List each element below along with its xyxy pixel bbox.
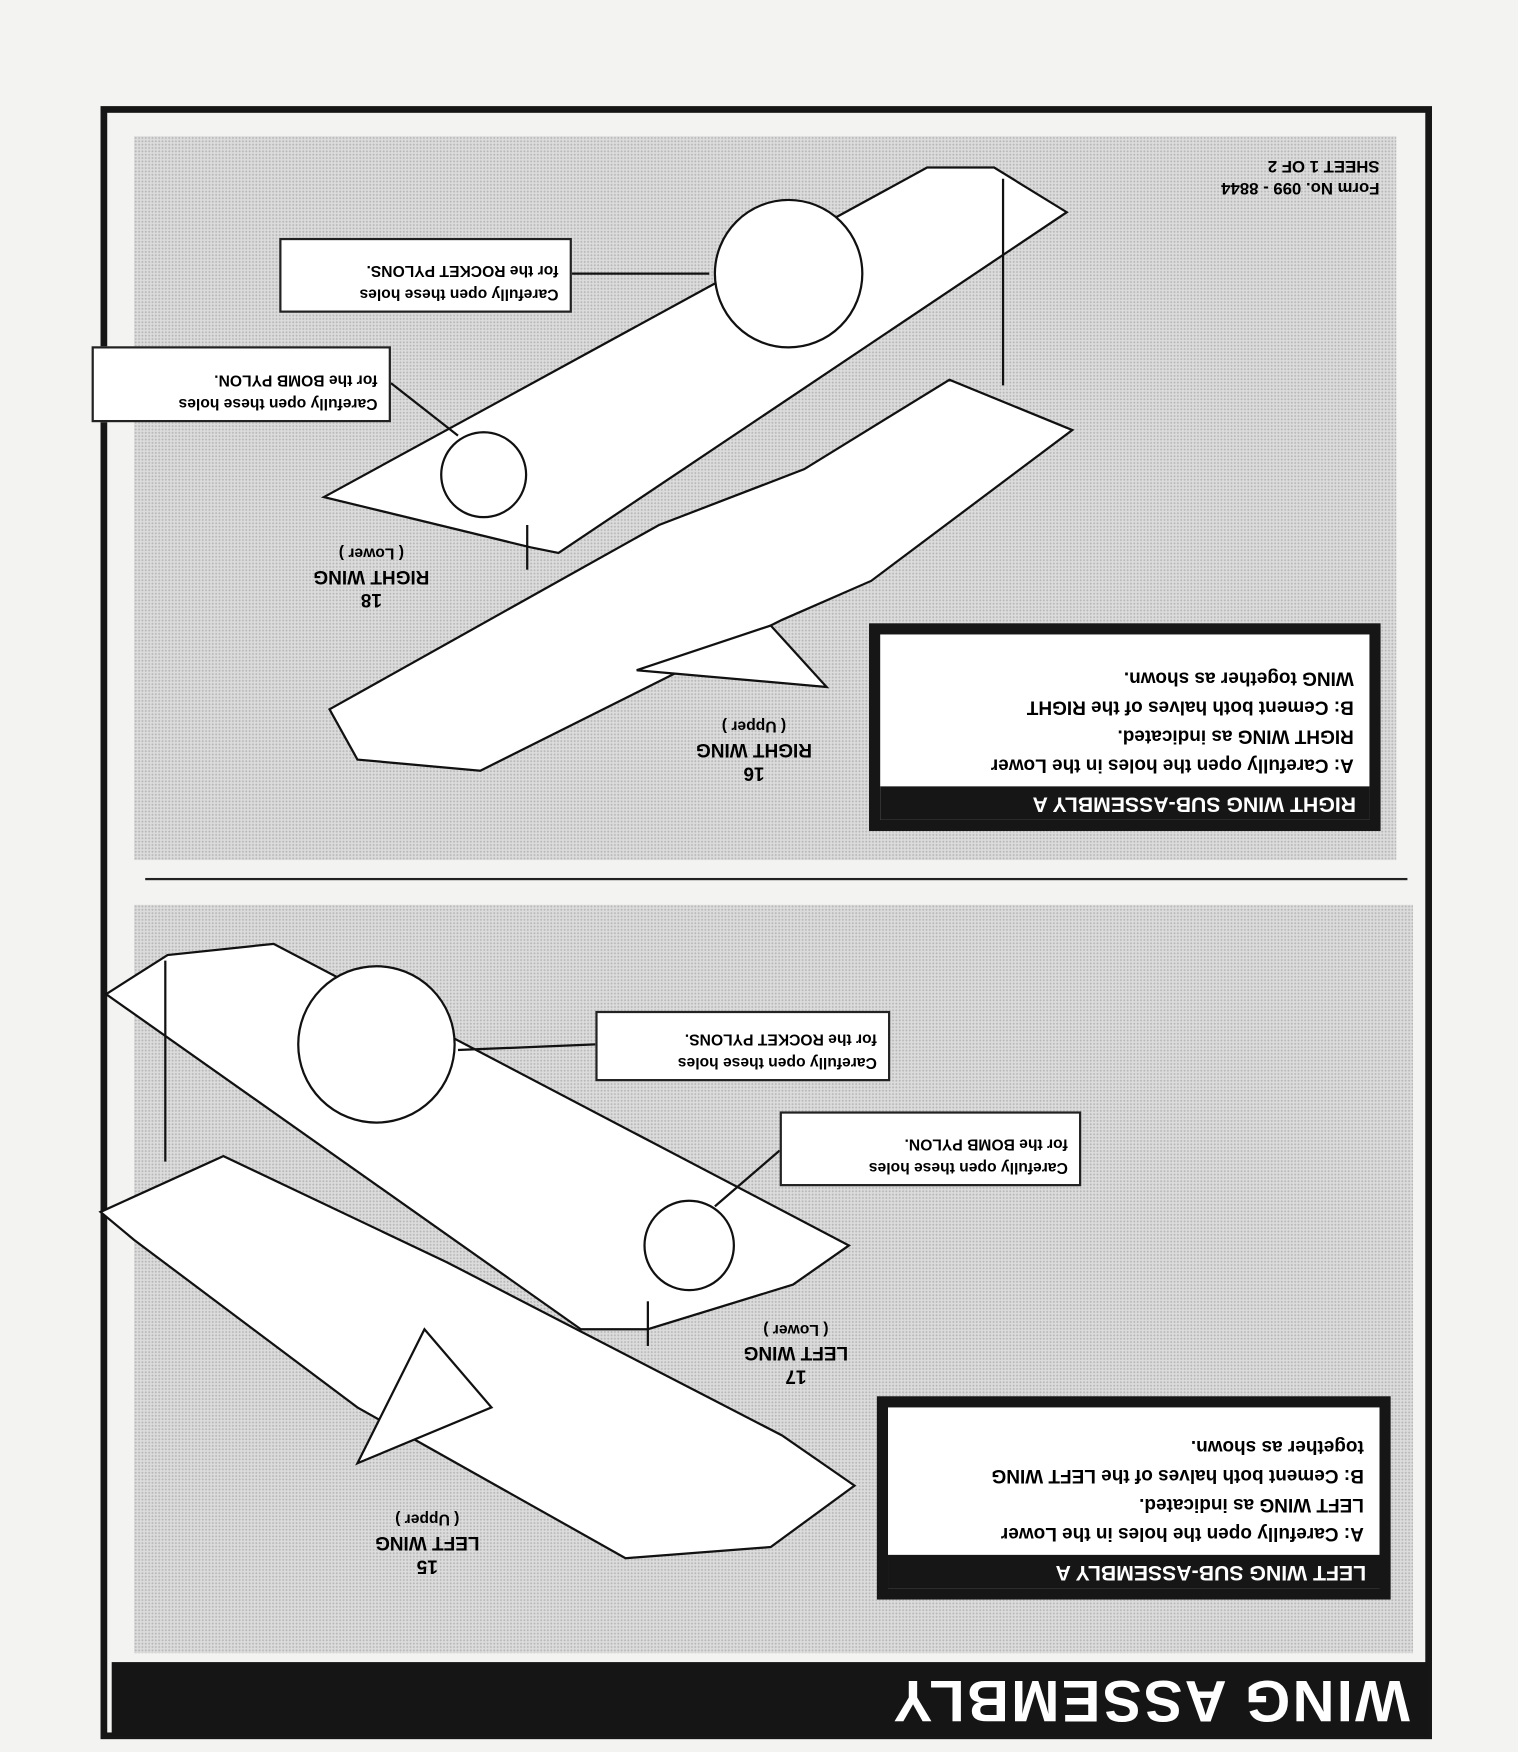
part-number: 17 [785, 1366, 807, 1388]
part-side: ( Upper ) [721, 718, 787, 737]
left-wing-upper-part [98, 1154, 857, 1560]
instruction-line: B: Cement both halves of the RIGHT [1026, 697, 1354, 719]
part-name: RIGHT WING [313, 566, 430, 588]
divider [145, 877, 1408, 881]
sheet-number: SHEET 1 OF 2 [1267, 156, 1380, 176]
part-side: ( Upper ) [395, 1511, 460, 1530]
left-bomb-callout: Carefully open these holes for the BOMB … [779, 1111, 1082, 1187]
part-number: 15 [416, 1555, 438, 1578]
part-name: LEFT WING [375, 1532, 480, 1554]
part-16-label: 16 RIGHT WING ( Upper ) [670, 715, 838, 785]
right-wing-instructions: RIGHT WING SUB-ASSEMBLY A A: Carefully o… [869, 623, 1381, 832]
part-number: 16 [743, 762, 765, 785]
callout-line: for the ROCKET PYLONS. [684, 1030, 877, 1049]
right-rocket-callout: Carefully open these holes for the ROCKE… [279, 237, 572, 313]
right-bomb-callout: Carefully open these holes for the BOMB … [91, 346, 391, 423]
page-title: WING ASSEMBLY [891, 1667, 1410, 1733]
instruction-line: B: Cement both halves of the LEFT WING [991, 1465, 1364, 1487]
part-number: 18 [360, 589, 382, 611]
instruction-line: RIGHT WING as indicated. [1117, 726, 1354, 748]
part-side: ( Lower ) [763, 1321, 829, 1340]
callout-line: for the BOMB PYLON. [214, 371, 378, 390]
title-bar: WING ASSEMBLY [111, 1662, 1428, 1736]
right-wing-fin [636, 624, 830, 689]
instruction-line: WING together as shown. [1123, 667, 1354, 690]
left-wing-fin [355, 1327, 494, 1466]
left-wing-heading: LEFT WING SUB-ASSEMBLY A [888, 1554, 1380, 1589]
right-wing-upper-part [327, 378, 1075, 772]
right-wing-heading: RIGHT WING SUB-ASSEMBLY A [880, 786, 1370, 820]
instruction-line: together as shown. [1190, 1436, 1364, 1458]
part-17-label: 17 LEFT WING ( Lower ) [720, 1318, 871, 1388]
instruction-line: LEFT WING as indicated. [1139, 1494, 1364, 1516]
form-number-text: Form No. 099 - 8844 [1221, 178, 1380, 198]
part-side: ( Lower ) [338, 545, 404, 563]
callout-line: for the BOMB PYLON. [904, 1135, 1068, 1154]
callout-line: Carefully open these holes [868, 1159, 1068, 1178]
part-15-label: 15 LEFT WING ( Upper ) [352, 1508, 503, 1578]
left-wing-instructions: LEFT WING SUB-ASSEMBLY A A: Carefully op… [876, 1396, 1391, 1600]
left-rocket-callout: Carefully open these holes for the ROCKE… [595, 1010, 891, 1082]
callout-line: for the ROCKET PYLONS. [366, 262, 559, 281]
callout-line: Carefully open these holes [677, 1054, 877, 1073]
part-name: RIGHT WING [695, 739, 813, 761]
form-number: Form No. 099 - 8844 SHEET 1 OF 2 [1134, 154, 1380, 199]
instruction-line: A: Carefully open the holes in the Lower [1000, 1523, 1364, 1545]
callout-line: Carefully open these holes [178, 395, 378, 414]
part-name: LEFT WING [743, 1342, 849, 1364]
instruction-line: A: Carefully open the holes in the Lower [990, 755, 1354, 777]
callout-line: Carefully open these holes [359, 285, 559, 304]
part-18-label: 18 RIGHT WING ( Lower ) [296, 542, 447, 612]
